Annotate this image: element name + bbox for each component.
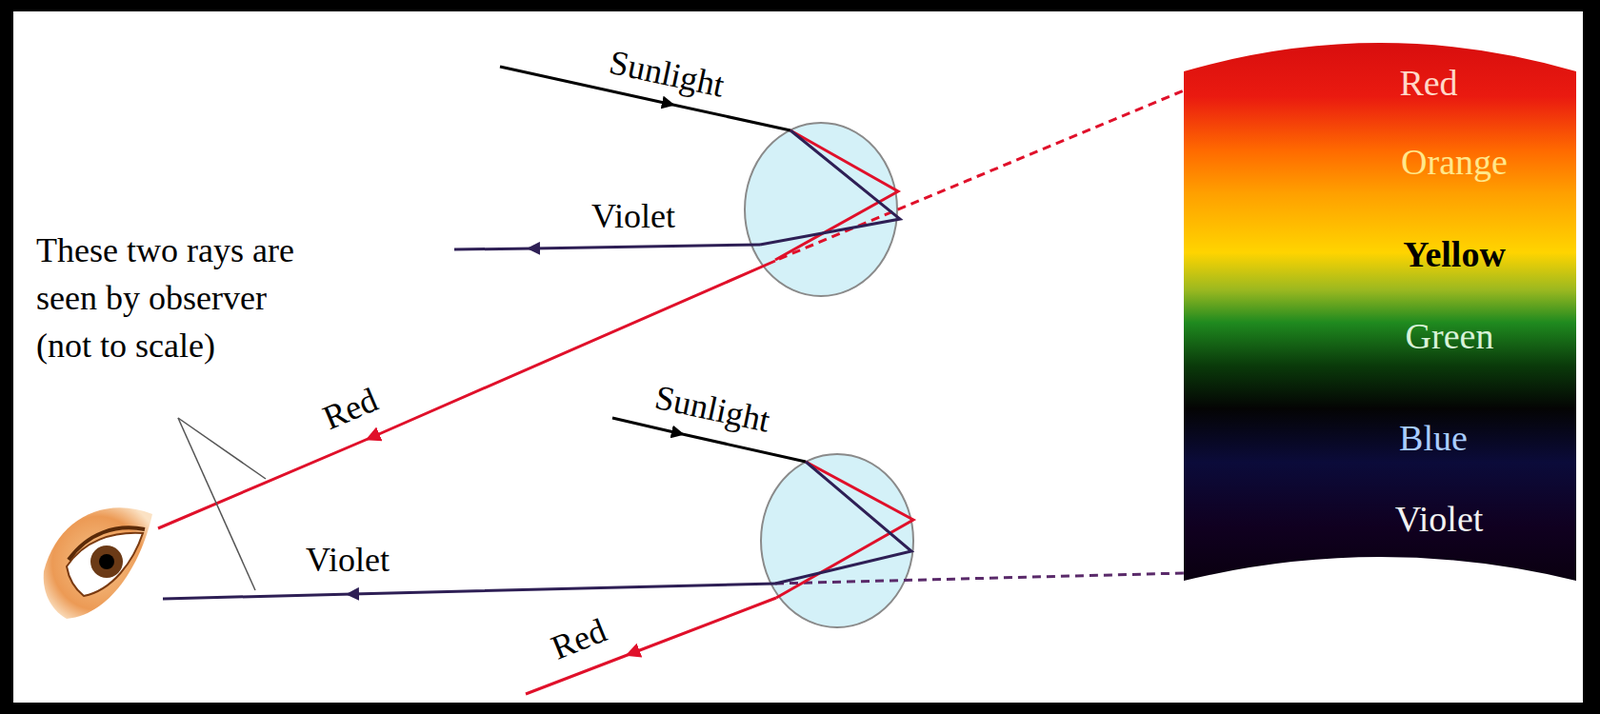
rainbow-shape [1183,42,1577,586]
band-color-name: Green [1405,316,1495,359]
red-path [776,461,914,599]
ray-label: Red [545,611,612,669]
band-color-name: Yellow [1402,234,1506,277]
ray-label: Red [317,380,384,440]
violet-ray [162,583,776,600]
violet-path [760,130,900,245]
sight-line [779,90,1184,260]
ray-label: Violet [305,540,390,580]
observer-note: These two rays are seen by observer (not… [36,226,318,370]
water-drop [760,454,914,628]
ray-label: Violet [591,197,676,237]
ray-label: Sunlight [651,378,774,441]
sight-line [775,573,1184,584]
violet-path [775,461,912,584]
band-color-name: Blue [1399,418,1468,460]
ray-label: Sunlight [605,42,728,106]
red-path [775,130,899,260]
red-ray [525,598,777,695]
observer-eye [43,507,153,620]
band-color-name: Red [1399,62,1458,105]
water-drop [744,122,898,297]
violet-ray [454,244,760,250]
leader-line [178,418,256,591]
band-color-name: Orange [1400,141,1508,184]
band-color-name: Violet [1395,499,1484,541]
rainbow-band: RedOrangeYellowGreenBlueViolet [1183,42,1577,586]
